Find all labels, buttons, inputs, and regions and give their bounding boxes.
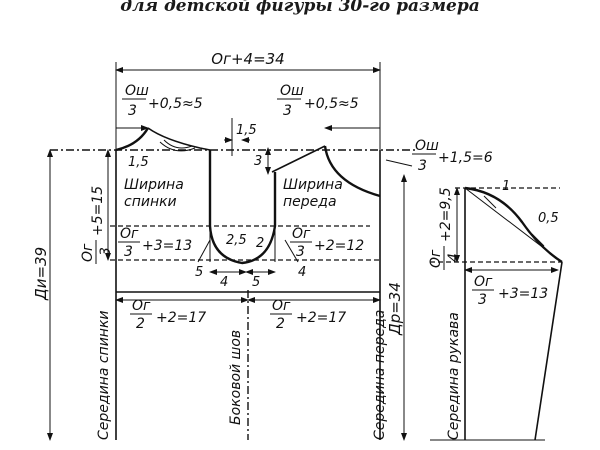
back-shoulder-formula: Ош 3 +0,5≈5 bbox=[116, 83, 203, 131]
sleeve-point-1-label: 1 bbox=[502, 179, 510, 194]
sleeve-point-05-label: 0,5 bbox=[538, 211, 559, 226]
armhole-curve bbox=[208, 150, 277, 265]
svg-text:4: 4 bbox=[446, 253, 462, 262]
back-width-label-2: спинки bbox=[124, 194, 177, 210]
svg-text:+2=9,5: +2=9,5 bbox=[438, 187, 454, 242]
back-shoulder-line bbox=[147, 127, 211, 151]
svg-text:+5=15: +5=15 bbox=[90, 186, 106, 236]
front-length-label: Др=34 bbox=[386, 282, 404, 336]
front-center-label: Середина переда bbox=[372, 310, 388, 440]
svg-text:Ог: Ог bbox=[292, 226, 311, 242]
svg-text:3: 3 bbox=[124, 244, 133, 260]
svg-text:+1,5=6: +1,5=6 bbox=[438, 150, 493, 166]
svg-text:+2=17: +2=17 bbox=[156, 310, 206, 326]
front-shoulder-denominator: 3 bbox=[283, 103, 292, 119]
svg-text:3: 3 bbox=[296, 244, 305, 260]
svg-text:Ог: Ог bbox=[474, 274, 493, 290]
bust-width-label: Ог+4=34 bbox=[211, 50, 284, 68]
sleeve-center-label: Середина рукава bbox=[446, 312, 462, 440]
svg-text:+2=12: +2=12 bbox=[314, 238, 364, 254]
sleeve-width-formula: Ог 3 +3=13 bbox=[472, 274, 548, 308]
svg-text:3: 3 bbox=[98, 247, 114, 256]
front-width-label-2: переда bbox=[283, 194, 337, 210]
back-width-label-1: Ширина bbox=[124, 177, 184, 193]
front-shoulder-formula: Ош 3 +0,5≈5 bbox=[277, 83, 380, 131]
svg-text:+3=13: +3=13 bbox=[498, 286, 548, 302]
front-seg-label: 5 bbox=[252, 275, 260, 290]
armhole-curve-back-label: 2,5 bbox=[226, 233, 247, 248]
front-width-label-1: Ширина bbox=[283, 177, 343, 193]
front-drop-label: 3 bbox=[254, 154, 262, 169]
svg-text:Ог: Ог bbox=[80, 243, 96, 262]
armhole-curve-front-label: 2 bbox=[256, 236, 264, 251]
front-shoulder-numerator: Ош bbox=[280, 83, 304, 99]
back-shoulder-numerator: Ош bbox=[125, 83, 149, 99]
back-neck-curve bbox=[115, 127, 150, 152]
sleeve-pattern: Ош 3 +1,5=6 1 0,5 Ог 4 +2=9,5 Ог 3 bbox=[385, 138, 563, 441]
back-length-label: Ди=39 bbox=[32, 247, 50, 301]
armhole-depth-label: 1,5 bbox=[236, 123, 257, 138]
svg-text:2: 2 bbox=[136, 316, 145, 332]
front-shoulder-value: +0,5≈5 bbox=[304, 96, 359, 112]
front-half-formula: Ог 2 +2=17 bbox=[270, 298, 346, 332]
back-shoulder-denominator: 3 bbox=[128, 103, 137, 119]
diagram-title: для детской фигуры 30-го размера bbox=[120, 0, 480, 16]
svg-text:2: 2 bbox=[276, 316, 285, 332]
bodice-pattern: Ог+4=34 Ош 3 +0,5≈5 Ош 3 +0,5≈5 1,5 3 1,… bbox=[32, 50, 416, 441]
front-width-formula: Ог 3 +2=12 bbox=[290, 226, 364, 260]
back-shoulder-value: +0,5≈5 bbox=[148, 96, 203, 112]
svg-text:Ош: Ош bbox=[415, 138, 439, 154]
back-neck-depth-label: 1,5 bbox=[128, 155, 149, 170]
front-shoulder-line bbox=[271, 145, 326, 173]
svg-text:3: 3 bbox=[418, 158, 427, 174]
back-offset-label: 5 bbox=[195, 265, 203, 280]
front-neck-curve bbox=[323, 145, 381, 198]
svg-text:+3=13: +3=13 bbox=[142, 238, 192, 254]
back-center-label: Середина спинки bbox=[96, 310, 112, 440]
back-width-formula: Ог 3 +3=13 bbox=[118, 226, 192, 260]
svg-text:Ог: Ог bbox=[120, 226, 139, 242]
front-offset-label: 4 bbox=[298, 265, 306, 280]
sleeve-diagonal bbox=[464, 187, 563, 263]
back-half-formula: Ог 2 +2=17 bbox=[130, 298, 206, 332]
side-seam-label: Боковой шов bbox=[228, 330, 244, 425]
armhole-height-formula: Ог 3 +5=15 bbox=[80, 186, 114, 264]
svg-text:+2=17: +2=17 bbox=[296, 310, 346, 326]
sleeve-cap-formula: Ош 3 +1,5=6 bbox=[412, 138, 493, 174]
sleeve-side-seam bbox=[534, 261, 563, 441]
svg-text:3: 3 bbox=[478, 292, 487, 308]
svg-text:Ог: Ог bbox=[428, 249, 444, 268]
back-seg-label: 4 bbox=[220, 275, 228, 290]
